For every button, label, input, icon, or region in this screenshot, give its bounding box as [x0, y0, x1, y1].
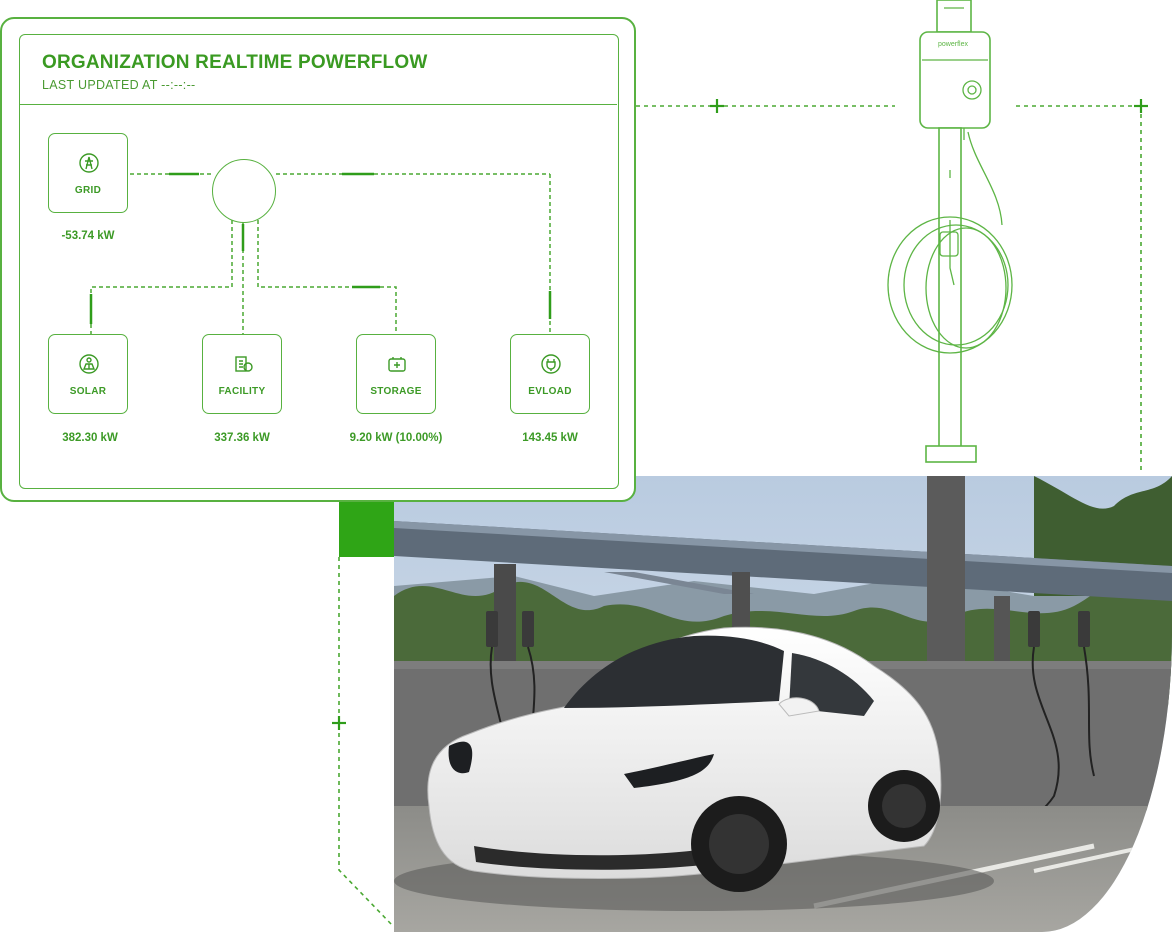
node-grid[interactable]: GRID [48, 133, 128, 213]
powerflow-hub [212, 159, 276, 223]
powerflow-card: ORGANIZATION REALTIME POWERFLOW LAST UPD… [19, 34, 619, 489]
node-solar-label: SOLAR [69, 386, 107, 397]
node-evload[interactable]: EVLOAD [510, 334, 590, 414]
node-evload-label: EVLOAD [528, 386, 572, 397]
page-title: ORGANIZATION REALTIME POWERFLOW [42, 52, 428, 73]
grid-value: -53.74 kW [61, 230, 115, 242]
facility-value: 337.36 kW [214, 432, 270, 444]
battery-storage-icon [388, 357, 406, 372]
node-facility[interactable]: FACILITY [202, 334, 282, 414]
node-storage[interactable]: STORAGE [356, 334, 436, 414]
last-updated-text: LAST UPDATED AT --:--:-- [42, 78, 196, 92]
accent-block [339, 502, 394, 557]
node-facility-label: FACILITY [218, 386, 266, 397]
ev-plug-icon [541, 354, 561, 374]
grid-tower-icon [79, 153, 99, 173]
node-storage-label: STORAGE [370, 386, 422, 397]
facility-building-icon [235, 356, 253, 372]
evload-value: 143.45 kW [522, 432, 578, 444]
powerflow-panel: ORGANIZATION REALTIME POWERFLOW LAST UPD… [0, 17, 636, 502]
solar-value: 382.30 kW [62, 432, 118, 444]
node-solar[interactable]: SOLAR [48, 334, 128, 414]
ev-carport-photo [394, 476, 1172, 932]
node-grid-label: GRID [74, 185, 102, 196]
solar-panel-icon [79, 354, 99, 374]
storage-value: 9.20 kW (10.00%) [349, 432, 443, 444]
charger-brand: powerflex [938, 41, 968, 48]
ev-charger-illustration: powerflex [887, 0, 1013, 463]
flow-lines [89, 172, 552, 334]
header-divider [20, 104, 617, 105]
